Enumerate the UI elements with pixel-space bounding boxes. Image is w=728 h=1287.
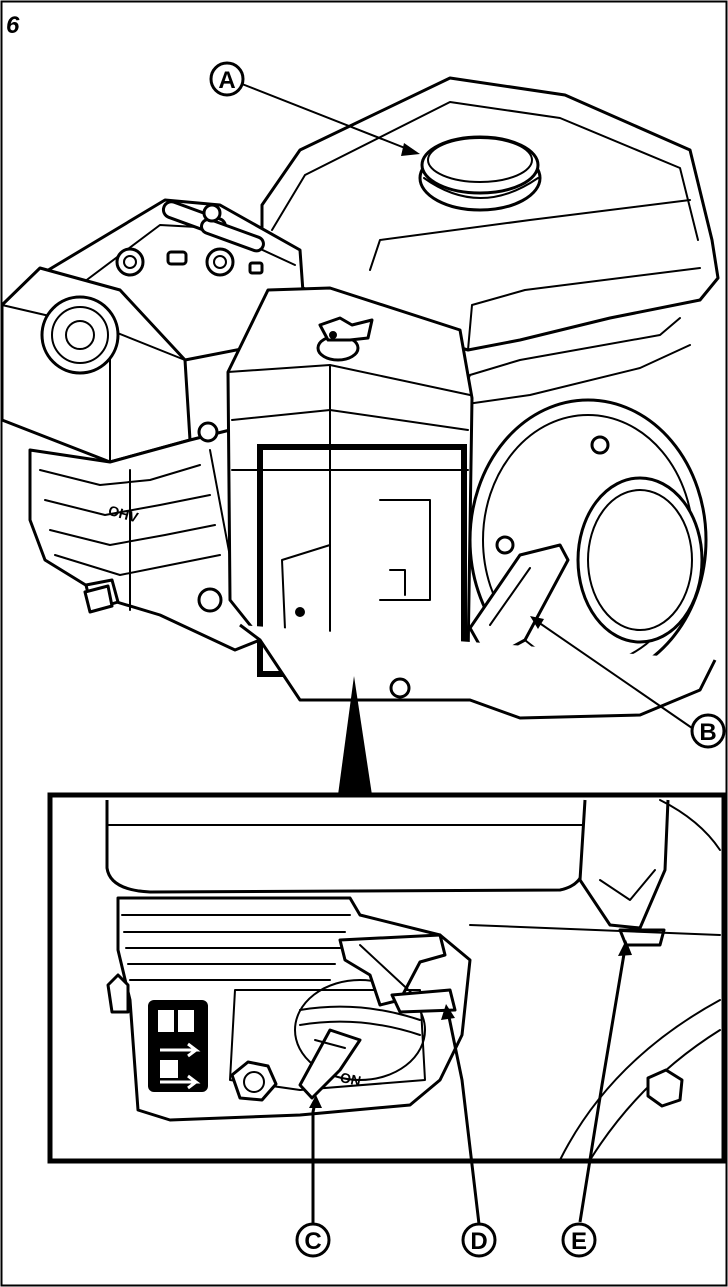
lever-marks: ON bbox=[339, 1069, 363, 1089]
inset-side-bracket bbox=[106, 973, 130, 1014]
fuel-tank bbox=[260, 76, 720, 406]
wing-nut bbox=[316, 316, 374, 362]
engine-base bbox=[239, 623, 717, 720]
detail-inset: ON bbox=[47, 792, 727, 1164]
callout-d: D bbox=[461, 1222, 497, 1258]
fuel-cap bbox=[418, 135, 542, 212]
air-cleaner-box bbox=[0, 266, 192, 464]
fuel-valve-lever bbox=[338, 933, 457, 1014]
fuel-valve-label bbox=[148, 1000, 208, 1092]
inset-air-cleaner bbox=[105, 800, 587, 894]
choke-lever bbox=[298, 1028, 362, 1100]
svg-text:A: A bbox=[218, 67, 235, 94]
drain-plug bbox=[83, 584, 114, 614]
callout-e: E bbox=[561, 1222, 597, 1258]
callout-c: C bbox=[295, 1222, 331, 1258]
leader-lines bbox=[241, 83, 693, 1225]
callout-a: A bbox=[209, 61, 245, 97]
ohv-badge: OHV bbox=[107, 502, 141, 525]
crankcase bbox=[28, 421, 262, 652]
svg-text:C: C bbox=[304, 1228, 321, 1255]
inset-hex-bolt bbox=[230, 1060, 278, 1102]
inset-background-bolt bbox=[646, 1068, 684, 1108]
callout-b: B bbox=[690, 713, 726, 749]
svg-text:B: B bbox=[699, 719, 716, 746]
base-bolt bbox=[389, 677, 411, 699]
engine-illustration: OHV bbox=[0, 76, 720, 720]
svg-text:E: E bbox=[571, 1228, 587, 1255]
vent-tube bbox=[578, 799, 670, 947]
figure-number: 6 bbox=[6, 12, 20, 39]
zoom-pointer bbox=[338, 676, 372, 795]
inset-background-engine bbox=[469, 924, 721, 936]
svg-text:D: D bbox=[470, 1228, 487, 1255]
